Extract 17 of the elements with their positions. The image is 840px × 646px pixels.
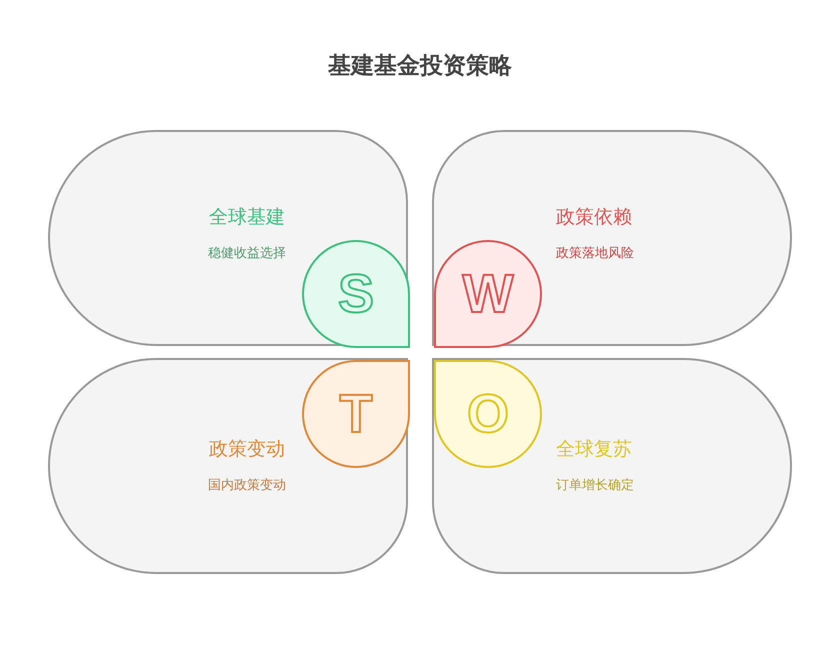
heading: 政策依赖 (556, 206, 633, 229)
swot-panel (432, 130, 792, 346)
swot-letter: O (466, 387, 509, 441)
swot-letter: W (462, 267, 514, 321)
description: 稳健收益选择 (207, 246, 287, 262)
description: 政策落地风险 (556, 246, 635, 262)
heading: 全球复苏 (556, 438, 633, 461)
swot-panel (48, 358, 408, 574)
title: 基建基金投资策略 (327, 52, 513, 81)
heading: 全球基建 (208, 206, 286, 229)
swot-letter: S (338, 267, 374, 321)
description: 国内政策变动 (207, 478, 287, 494)
swot-panel (48, 130, 408, 346)
heading: 政策变动 (208, 438, 286, 461)
swot-panel (432, 358, 792, 574)
swot-letter: T (340, 387, 372, 441)
description: 订单增长确定 (556, 478, 635, 494)
